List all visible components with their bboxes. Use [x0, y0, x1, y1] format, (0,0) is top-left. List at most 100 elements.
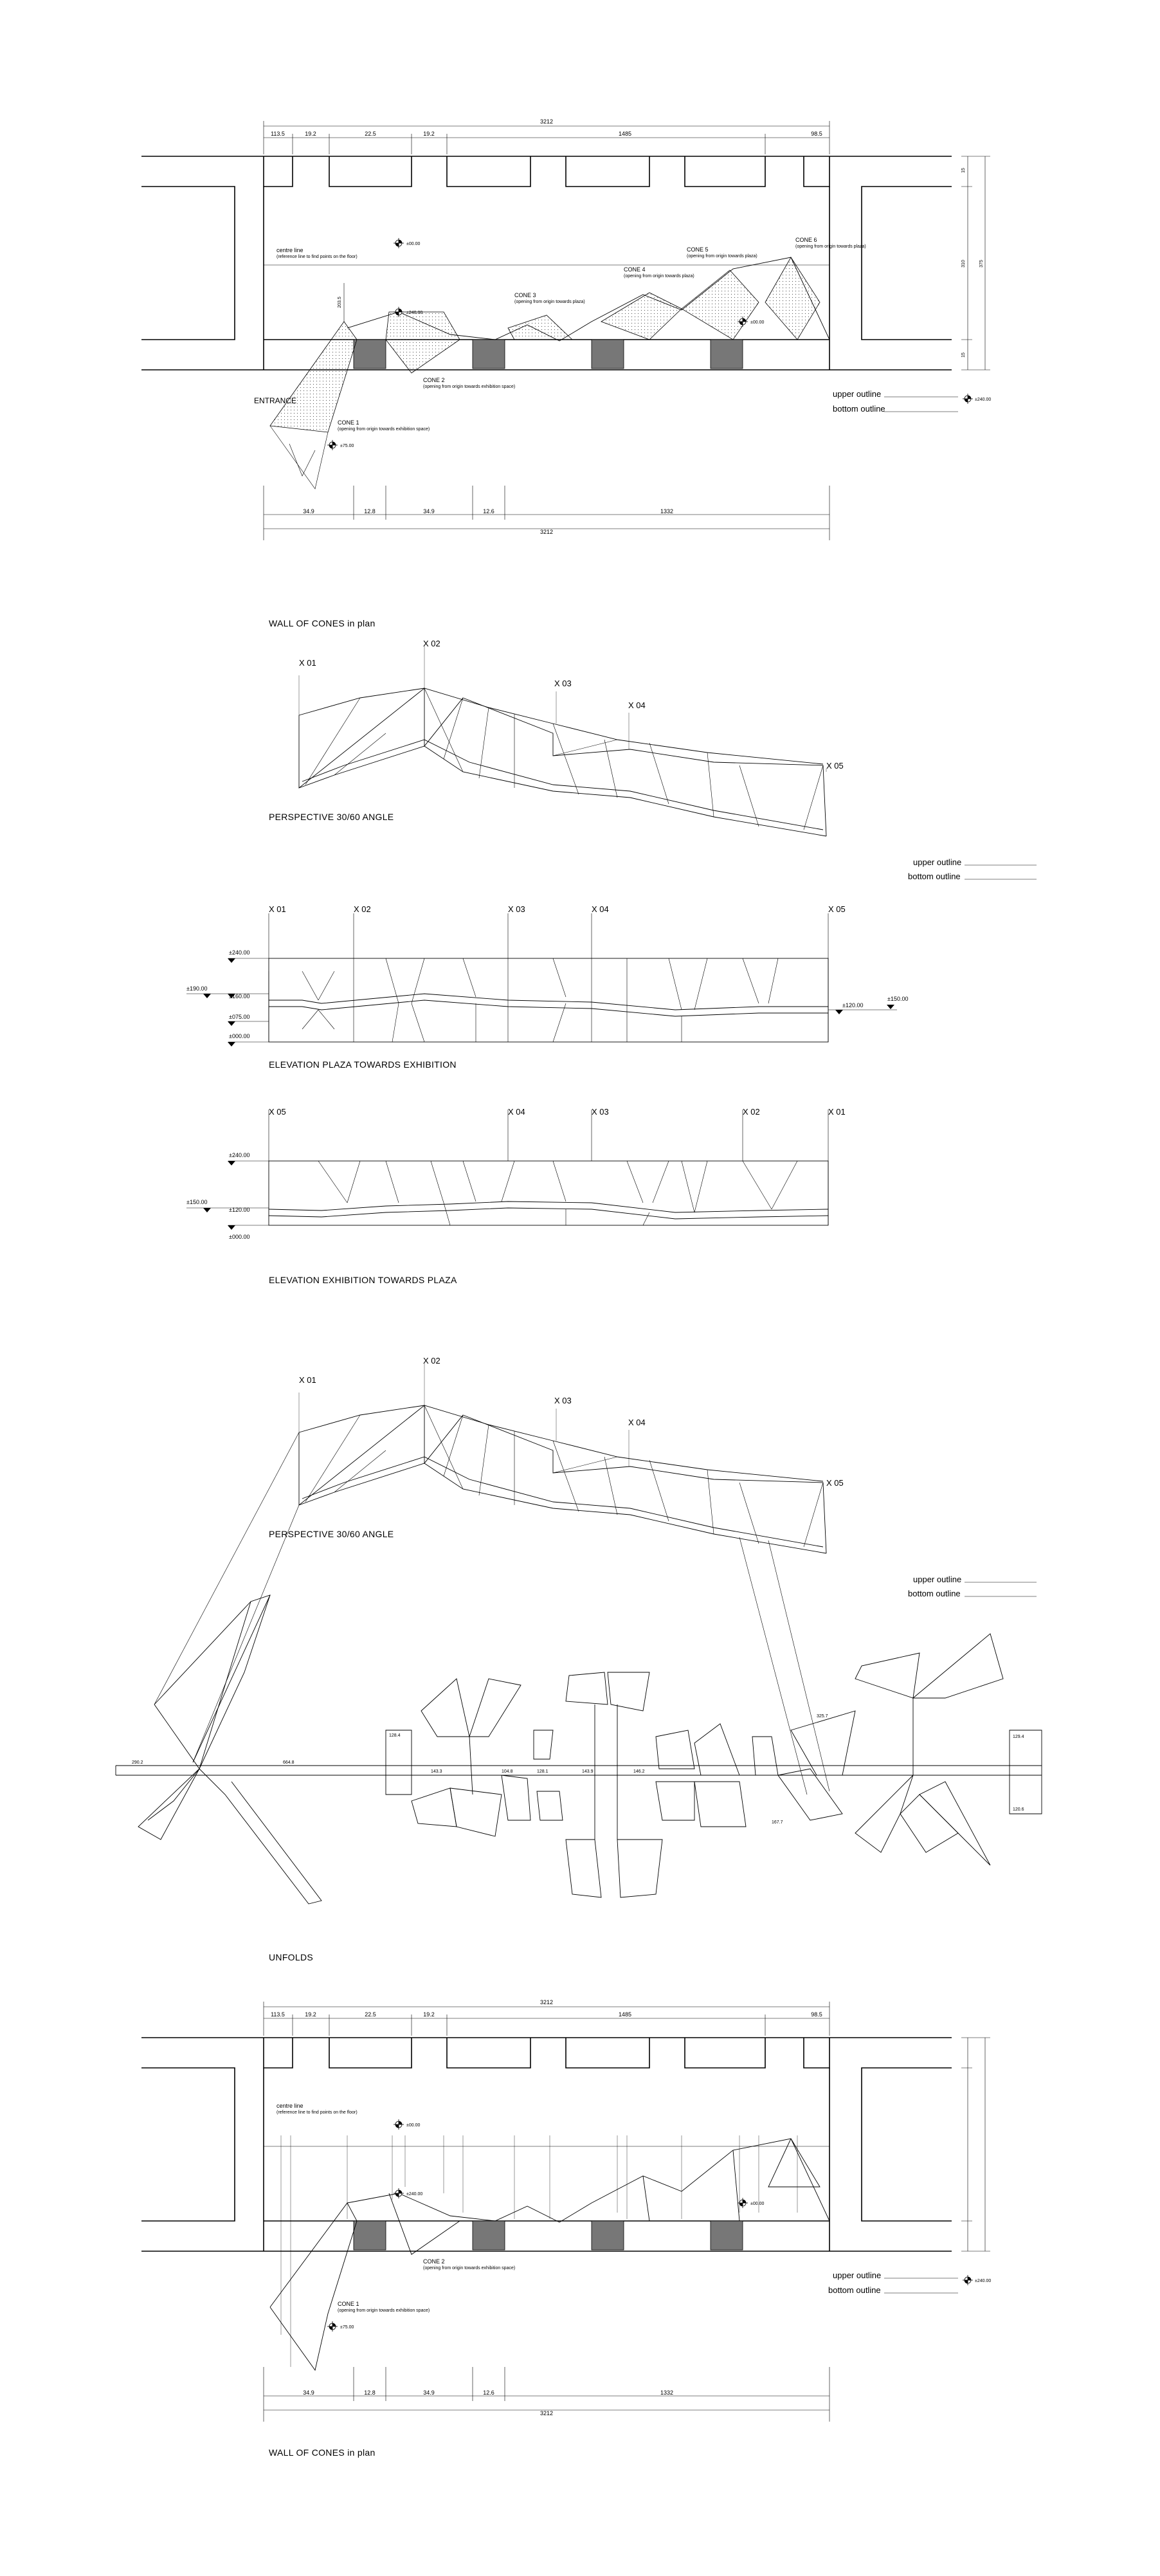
unfold-panel — [694, 1781, 747, 1827]
perspective-1-title: PERSPECTIVE 30/60 ANGLE — [269, 812, 394, 822]
level-marker-icon — [737, 2197, 748, 2209]
elev1-marker-x02: X 02 — [354, 904, 371, 914]
elev2-level: ±120.00 — [229, 1207, 249, 1213]
plan-top-bottom-dim-1: 12.8 — [364, 508, 376, 515]
elev1-level: ±120.00 — [842, 1002, 863, 1009]
cone-6-note: (opening from origin towards plaza) — [795, 244, 866, 249]
plan-bottom-bdim-1: 12.8 — [364, 2389, 376, 2396]
column — [591, 2220, 624, 2251]
elev1-marker-x01: X 01 — [269, 904, 286, 914]
unfold-panel — [469, 1678, 521, 1737]
legend-bottom-outline: bottom outline — [828, 2285, 881, 2295]
plan-bottom-btotal: 3212 — [540, 2410, 553, 2416]
perspective-2-legend-upper: upper outline — [913, 1575, 961, 1584]
unfold-panel — [855, 1775, 914, 1853]
column — [472, 339, 505, 369]
unfold-panel — [919, 1781, 991, 1866]
perspective-1-marker-x03: X 03 — [554, 679, 572, 688]
cone-6-label: CONE 6 — [795, 237, 817, 243]
level-triangle-icon — [228, 1042, 235, 1046]
level-triangle-icon — [887, 1005, 894, 1009]
perspective-2-marker-x02: X 02 — [423, 1356, 440, 1366]
cone-3-shape — [507, 315, 574, 340]
level-triangle-icon — [228, 1225, 235, 1230]
cone-2-label: CONE 2 — [423, 377, 445, 383]
column — [353, 2220, 386, 2251]
level-triangle-icon — [835, 1010, 843, 1014]
elev2-marker-x05: X 05 — [269, 1107, 286, 1117]
unfold-dim: 664.8 — [283, 1760, 295, 1765]
centre-line-label: centre line — [276, 247, 304, 253]
centre-line-label: centre line — [276, 2103, 304, 2109]
perspective-2: X 01 X 02 X 03 X 04 X 05 PERSPECTIVE 30/… — [154, 1356, 1037, 1795]
plan-top-dim-3: 19.2 — [423, 131, 435, 137]
cone-4-shape — [601, 292, 682, 340]
unfold-dim: 128.4 — [389, 1733, 401, 1738]
level-marker-icon — [962, 2274, 974, 2286]
elevation-2: ±240.00 ±150.00 ±120.00 ±000.00 X 05 X 0… — [186, 1107, 846, 1285]
unfold-dim: 167.7 — [772, 1820, 783, 1825]
perspective-2-legend-bottom: bottom outline — [908, 1589, 961, 1598]
unfolds-title: UNFOLDS — [269, 1952, 313, 1962]
elev1-level: ±075.00 — [229, 1014, 249, 1020]
perspective-1: X 01 X 02 X 03 X 04 X 05 PERSPECTIVE 30/… — [269, 639, 1037, 881]
plan-top: 3212 113.5 19.2 22.5 19.2 1485 98.5 310 … — [141, 118, 991, 628]
elev1-marker-x05: X 05 — [828, 904, 846, 914]
level-marker-icon — [962, 393, 974, 405]
unfold-panel — [607, 1672, 650, 1712]
cone-1-note: (opening from origin towards exhibition … — [338, 427, 430, 432]
plan-bottom-total-dim: 3212 — [540, 1999, 553, 2005]
level-marker-icon — [327, 439, 338, 451]
unfold-panel — [777, 1768, 843, 1821]
plan-bottom: 3212 113.5 19.2 22.5 19.2 1485 98.5 — [141, 1999, 991, 2458]
elevation-1-title: ELEVATION PLAZA TOWARDS EXHIBITION — [269, 1059, 457, 1070]
level-triangle-icon — [203, 1208, 211, 1212]
plan-bottom-title: WALL OF CONES in plan — [269, 2447, 376, 2458]
unfold-panel — [385, 1730, 412, 1795]
unfold-panel — [655, 1781, 695, 1821]
unfold-panel — [411, 1787, 457, 1827]
elev2-marker-x01: X 01 — [828, 1107, 846, 1117]
perspective-1-marker-x02: X 02 — [423, 639, 440, 648]
perspective-1-marker-x05: X 05 — [826, 761, 844, 771]
unfold-dim: 120.6 — [1013, 1807, 1024, 1812]
level-marker-icon — [393, 2188, 404, 2199]
level-marker-icon — [327, 2321, 338, 2332]
unfold-panel — [912, 1633, 1004, 1699]
unfold-dim: 143.3 — [431, 1769, 442, 1774]
cone-4-label: CONE 4 — [624, 266, 646, 273]
upper-outline — [347, 257, 830, 342]
unfold-dim: 143.9 — [582, 1769, 594, 1774]
cone-1-label: CONE 1 — [338, 419, 359, 426]
unfold-panel — [565, 1672, 608, 1705]
unfold-panel — [1009, 1730, 1042, 1814]
unfold-dim: 128.1 — [537, 1769, 548, 1774]
plan-top-height-dim-3: 15 — [961, 352, 966, 358]
plan-top-dim-4: 1485 — [619, 131, 631, 137]
legend-upper-outline: upper outline — [833, 389, 881, 399]
plan-bottom-dim-2: 22.5 — [365, 2011, 376, 2018]
legend-upper-outline: upper outline — [833, 2270, 881, 2280]
unfold-dim: 104.8 — [502, 1769, 513, 1774]
plan-top-bottom-dim-0: 34.9 — [303, 508, 314, 515]
unfold-panel — [855, 1652, 920, 1699]
column — [710, 339, 743, 369]
level-label: ±75.00 — [340, 2325, 354, 2330]
unfold-dim: 325.7 — [817, 1714, 828, 1719]
unfold-panel — [655, 1730, 695, 1769]
unfold-panel — [536, 1791, 563, 1821]
plan-bottom-dim-5: 98.5 — [811, 2011, 822, 2018]
perspective-2-marker-x05: X 05 — [826, 1478, 844, 1488]
level-label: ±240.00 — [406, 311, 422, 315]
level-label: ±240.00 — [406, 2192, 422, 2197]
level-label: ±240.00 — [975, 397, 991, 402]
level-label: ±00.00 — [406, 242, 420, 246]
unfold-dim: 129.4 — [1013, 1735, 1024, 1739]
elev1-level: ±150.00 — [887, 996, 908, 1002]
cone-4-note: (opening from origin towards plaza) — [624, 274, 694, 279]
elev1-level: ±190.00 — [186, 985, 207, 992]
cone-1-shape — [269, 321, 358, 433]
elev1-level: ±240.00 — [229, 949, 249, 956]
